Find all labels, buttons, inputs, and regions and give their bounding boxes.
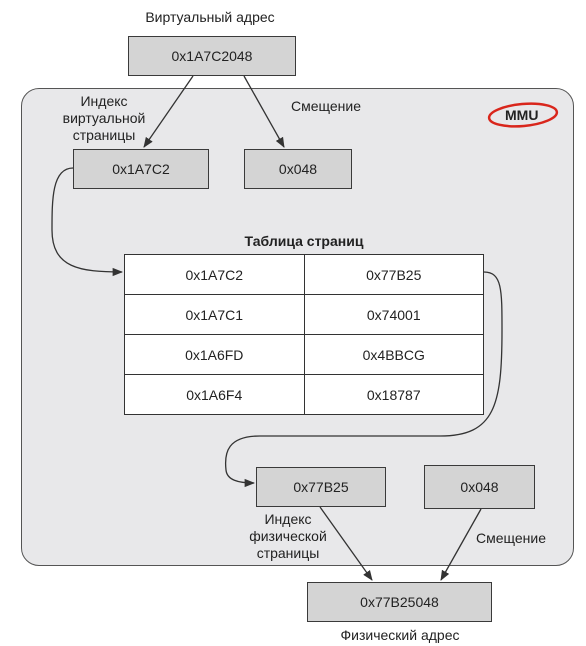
table-row: 0x1A7C1 0x74001	[124, 294, 484, 335]
physical-page-index-label-line-3: страницы	[256, 545, 320, 561]
table-row: 0x1A6FD 0x4BBCG	[124, 334, 484, 375]
virtual-page-index-label-line-1: Индекс	[80, 93, 128, 109]
virtual-page-index-value: 0x1A7C2	[112, 161, 170, 177]
page-table-title: Таблица страниц	[244, 233, 364, 249]
page-table: 0x1A7C2 0x77B25 0x1A7C1 0x74001 0x1A6FD …	[124, 254, 484, 415]
virtual-page-index-label-line-3: страницы	[72, 127, 136, 143]
table-row: 0x1A6F4 0x18787	[124, 374, 484, 415]
virtual-offset-value: 0x048	[278, 161, 318, 177]
arrow-to-page-table	[51, 167, 124, 277]
page-table-virtual-cell: 0x1A7C1	[124, 294, 305, 335]
arrow-to-physical-page-index	[224, 271, 503, 488]
page-table-virtual-cell: 0x1A6FD	[124, 334, 305, 375]
table-row: 0x1A7C2 0x77B25	[124, 254, 484, 295]
physical-page-index-box: 0x77B25	[256, 467, 386, 507]
physical-address-label: Физический адрес	[340, 627, 460, 643]
mmu-badge-ring	[487, 102, 559, 128]
virtual-offset-box: 0x048	[244, 149, 352, 189]
virtual-address-label: Виртуальный адрес	[145, 9, 275, 25]
physical-page-index-value: 0x77B25	[293, 479, 349, 495]
page-table-physical-cell: 0x4BBCG	[303, 334, 484, 375]
virtual-page-index-box: 0x1A7C2	[73, 149, 209, 189]
page-table-physical-cell: 0x77B25	[303, 254, 484, 295]
physical-page-index-label-line-2: физической	[249, 528, 327, 544]
physical-page-index-label: Индекс физической страницы	[228, 511, 348, 562]
virtual-address-value: 0x1A7C2048	[171, 48, 253, 64]
mmu-badge: MMU	[505, 107, 539, 123]
virtual-address-box: 0x1A7C2048	[128, 36, 296, 76]
page-table-virtual-cell: 0x1A6F4	[124, 374, 305, 415]
arrow-from-physical-offset	[440, 508, 482, 581]
physical-address-value: 0x77B25048	[360, 594, 439, 610]
physical-address-box: 0x77B25048	[307, 582, 492, 622]
physical-offset-box: 0x048	[424, 465, 535, 509]
virtual-page-index-label-line-2: виртуальной	[62, 110, 146, 126]
arrow-to-virtual-page-index	[143, 75, 194, 148]
page-table-physical-cell: 0x74001	[303, 294, 484, 335]
page-table-physical-cell: 0x18787	[303, 374, 484, 415]
arrow-to-virtual-offset	[243, 75, 285, 148]
physical-page-index-label-line-1: Индекс	[264, 511, 312, 527]
physical-offset-value: 0x048	[460, 479, 499, 495]
arrow-from-physical-page-index	[319, 506, 373, 581]
virtual-offset-label: Смещение	[291, 98, 362, 114]
physical-offset-label: Смещение	[476, 530, 547, 546]
virtual-page-index-label: Индекс виртуальной страницы	[44, 93, 164, 144]
